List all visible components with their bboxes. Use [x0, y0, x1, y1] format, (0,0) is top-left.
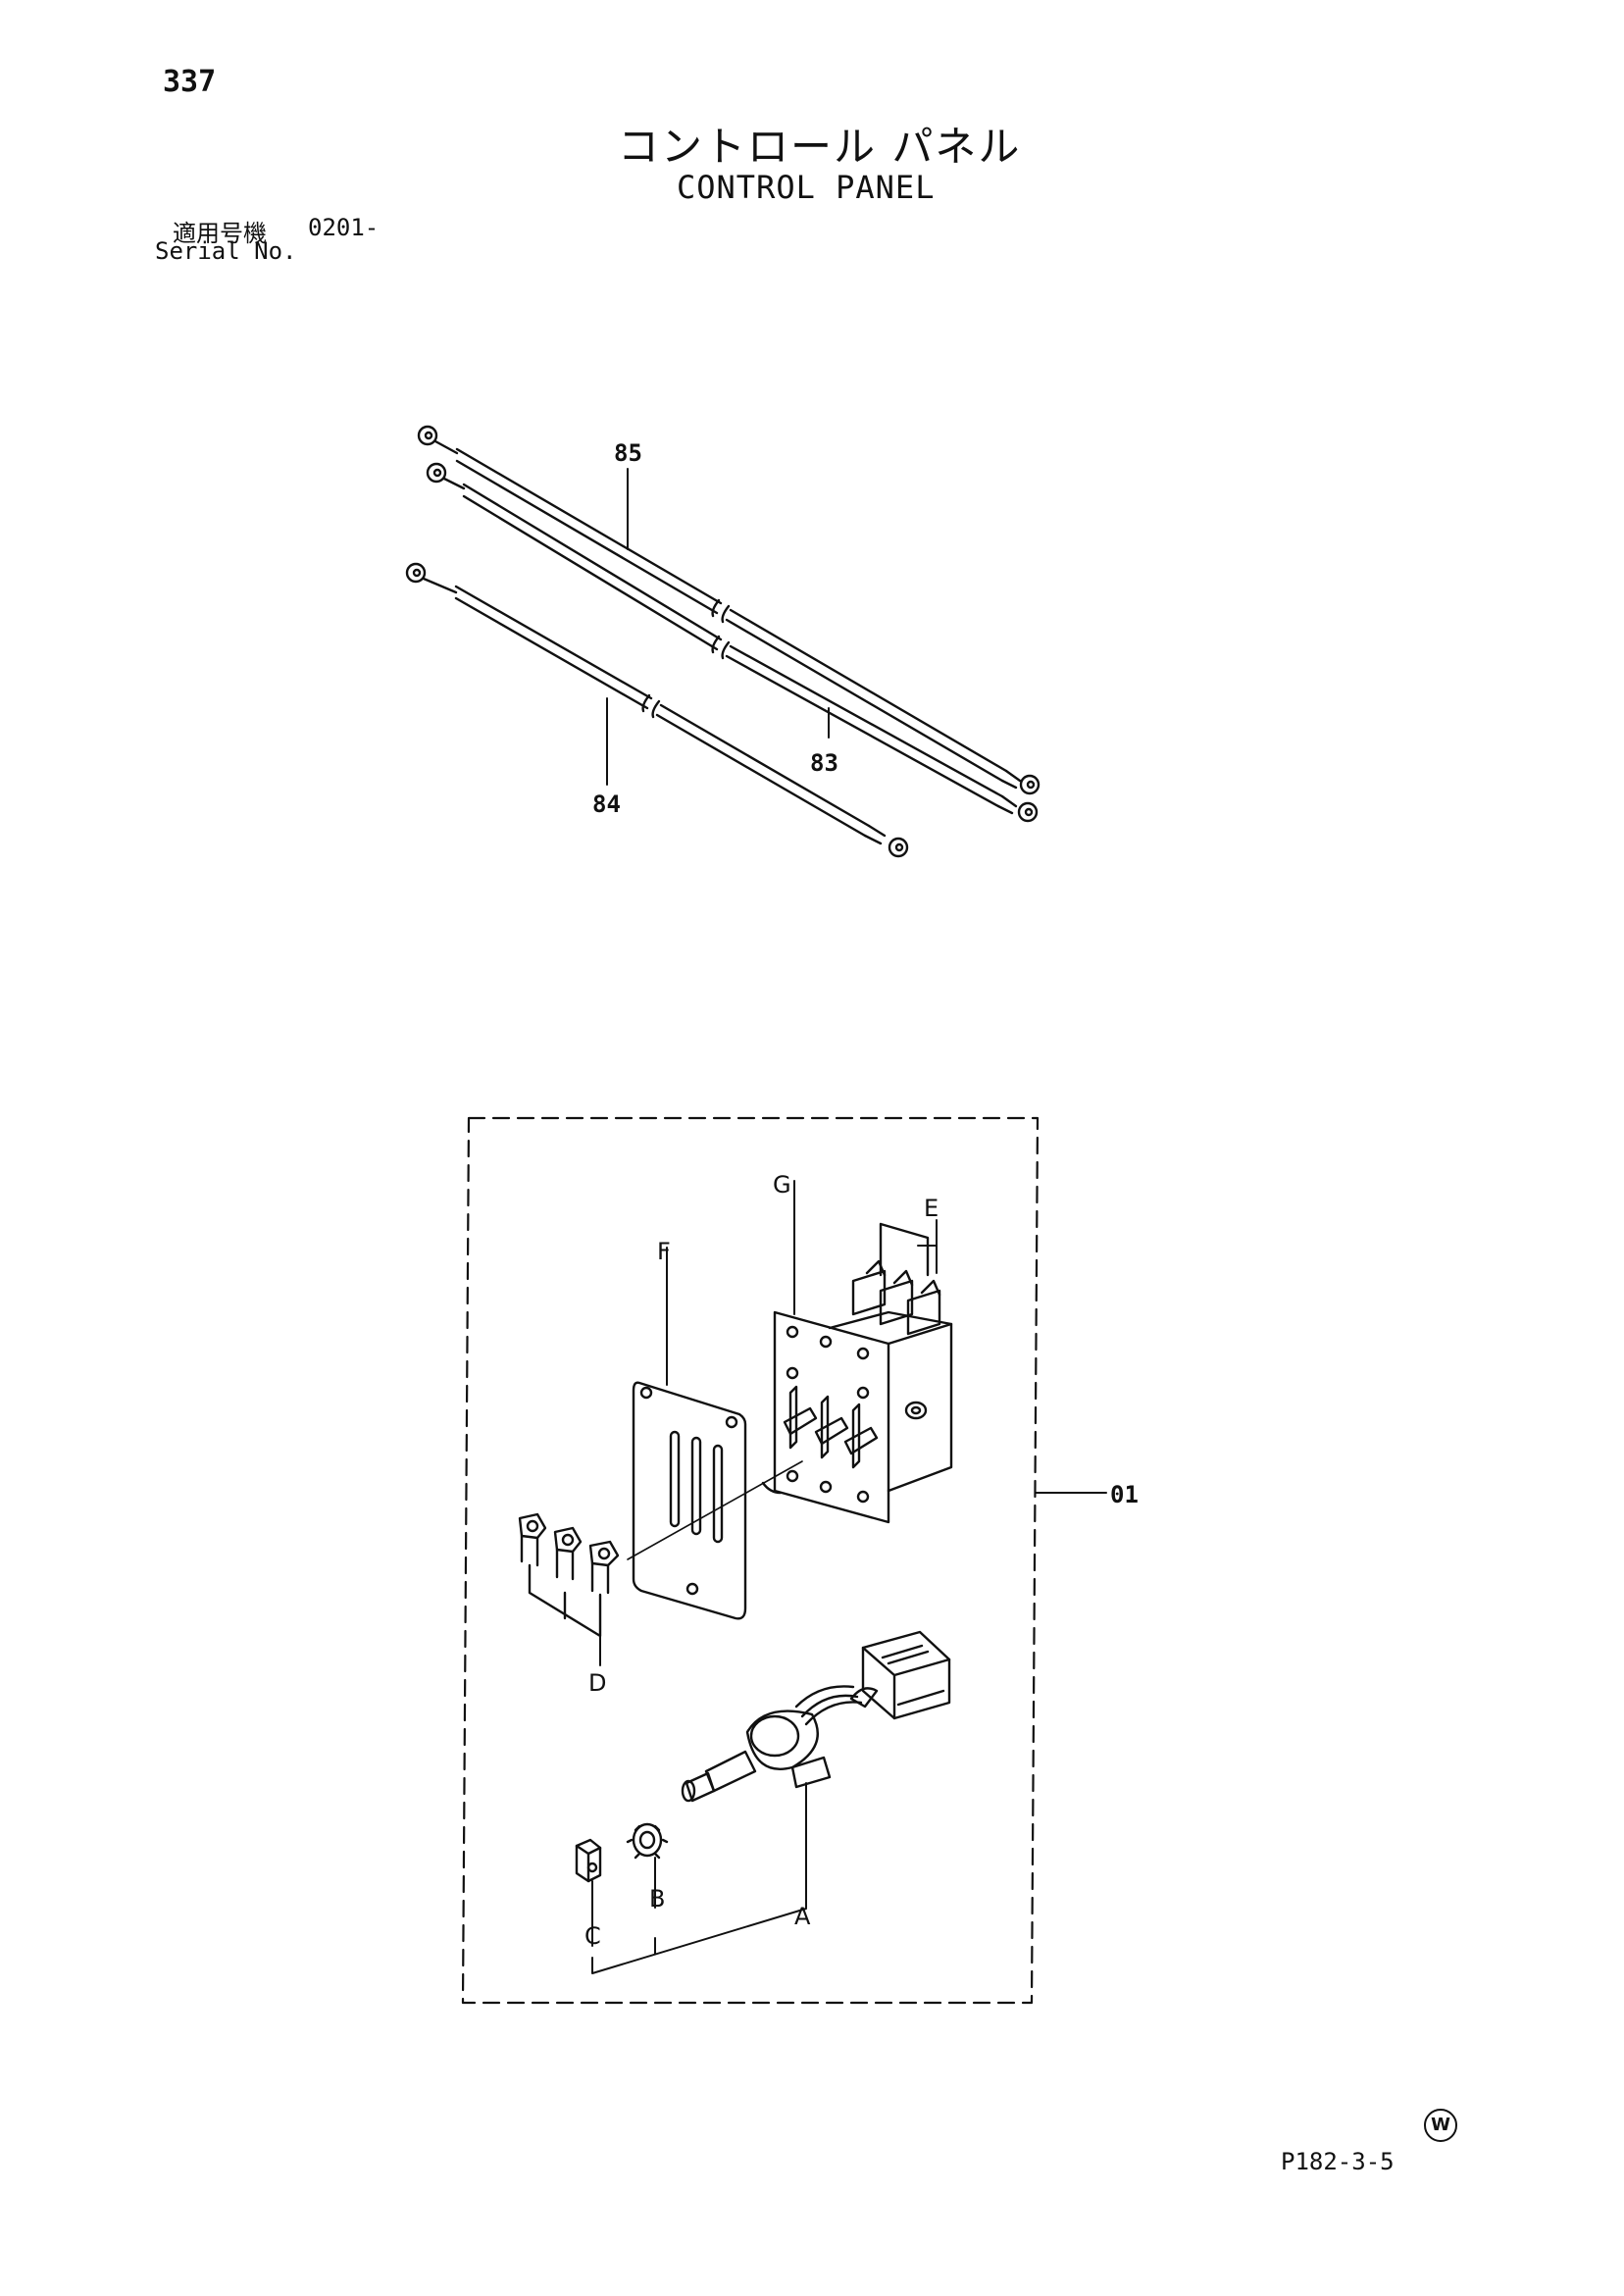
serial-value: 0201- — [308, 214, 380, 241]
part-g-housing — [761, 1180, 953, 1524]
serial-label-japanese: 適用号機 — [173, 220, 267, 247]
callout-a: A — [794, 1903, 811, 1930]
callout-85: 85 — [614, 439, 642, 467]
page-number: 337 — [163, 65, 217, 99]
callout-d: D — [588, 1669, 606, 1697]
callout-e: E — [924, 1195, 939, 1222]
callout-b: B — [649, 1885, 665, 1913]
cable-84 — [405, 562, 909, 858]
part-c-knob — [575, 1838, 602, 1947]
part-b-nut — [626, 1822, 669, 1909]
watermark-symbol: W — [1424, 2109, 1457, 2142]
cable-85 — [417, 425, 1040, 795]
callout-f: F — [657, 1238, 671, 1265]
title-japanese: コントロール パネル — [618, 123, 1022, 171]
assembly-box-01 — [461, 1116, 1040, 2005]
part-a-switch — [681, 1630, 951, 1909]
callout-g: G — [773, 1171, 791, 1199]
callout-84: 84 — [592, 791, 621, 818]
title-english: CONTROL PANEL — [677, 169, 936, 206]
callout-83: 83 — [810, 749, 838, 777]
cable-83 — [426, 462, 1039, 823]
serial-label-english: Serial No. — [155, 237, 297, 265]
document-code: P182-3-5 — [1281, 2148, 1395, 2175]
callout-01: 01 — [1110, 1481, 1139, 1508]
callout-c: C — [584, 1922, 601, 1950]
part-f-plate — [627, 1247, 803, 1620]
part-d-knobs — [518, 1512, 620, 1666]
